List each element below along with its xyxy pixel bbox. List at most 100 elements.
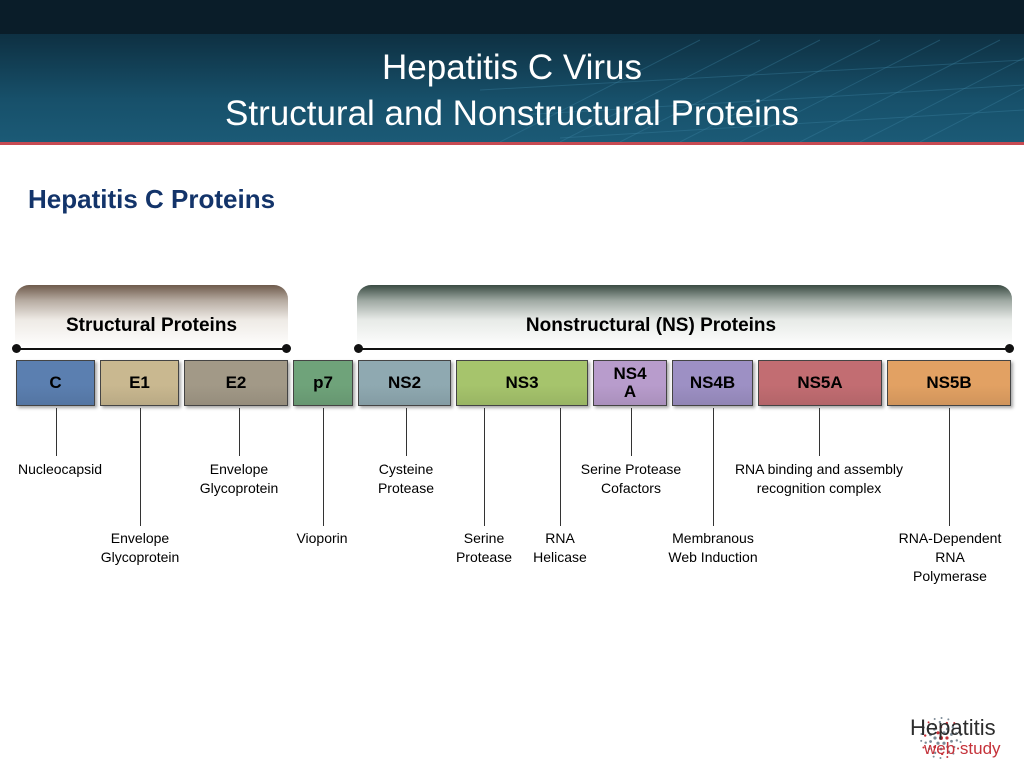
- logo-dot: [957, 727, 960, 730]
- logo-dot: [959, 734, 962, 737]
- header-decor-lines: [479, 39, 1024, 142]
- protein-box-ns5b: NS5B: [887, 360, 1011, 406]
- logo-dot: [947, 750, 951, 754]
- logo-dot: [920, 732, 923, 735]
- connector-ns2: [406, 408, 407, 456]
- connector-ns3-protease: [484, 408, 485, 526]
- protein-box-ns4a: NS4A: [593, 360, 667, 406]
- logo-dot: [945, 727, 949, 731]
- nonstructural-group-label: Nonstructural (NS) Proteins: [525, 315, 777, 336]
- logo-dot: [951, 725, 954, 729]
- nonstructural-group-tab: [357, 285, 1012, 348]
- annotation-e1: Envelope Glycoprotein: [100, 530, 180, 565]
- connector-ns5b: [949, 408, 950, 526]
- protein-label-p7: p7: [313, 373, 333, 392]
- annotation-ns5a: RNA binding and assembly recognition com…: [734, 461, 904, 496]
- logo-dot: [933, 745, 937, 749]
- logo-dot: [945, 736, 949, 740]
- logo-dot: [953, 722, 956, 725]
- protein-label-ns5b: NS5B: [926, 373, 972, 392]
- hepatitis-logo-dots-icon: [920, 717, 962, 759]
- logo-dot: [924, 741, 927, 744]
- logo-dot: [959, 741, 962, 744]
- structural-bracket-line: [17, 348, 286, 350]
- logo-dot: [933, 751, 937, 755]
- logo-dot: [950, 739, 953, 743]
- protein-box-p7: p7: [293, 360, 353, 406]
- logo-dot: [950, 733, 953, 736]
- connector-ns4a: [631, 408, 632, 456]
- protein-box-c: C: [16, 360, 95, 406]
- protein-box-ns3: NS3: [456, 360, 588, 406]
- logo-dot: [922, 726, 925, 729]
- connector-ns3-helicase: [560, 408, 561, 526]
- logo-dot: [945, 721, 949, 725]
- logo-dot: [942, 731, 946, 735]
- annotation-ns3-protease: Serine Protease: [455, 530, 513, 565]
- logo-dot: [923, 734, 927, 737]
- connector-e2: [239, 408, 240, 456]
- slide-header: Hepatitis C Virus Structural and Nonstru…: [0, 0, 1024, 142]
- logo-dot: [927, 721, 930, 724]
- logo-dot: [939, 747, 943, 751]
- logo-dot: [952, 752, 955, 755]
- logo-dot: [942, 741, 946, 745]
- logo-dot: [946, 755, 949, 758]
- logo-dot: [929, 740, 932, 743]
- annotation-e2: Envelope Glycoprotein: [199, 461, 279, 496]
- logo-dot: [955, 739, 959, 742]
- protein-label-e2: E2: [225, 373, 247, 392]
- connector-ns4b: [713, 408, 714, 526]
- annotation-ns5b: RNA-Dependent RNA Polymerase: [898, 530, 1002, 584]
- protein-box-e1: E1: [100, 360, 179, 406]
- protein-label-ns2: NS2: [387, 373, 422, 392]
- slide-title-line2: Structural and Nonstructural Proteins: [225, 94, 799, 133]
- logo-dot: [933, 718, 936, 721]
- structural-bracket-end-left: [12, 344, 21, 353]
- logo-dot: [936, 731, 940, 735]
- logo-dot: [946, 745, 949, 749]
- connector-ns5a: [819, 408, 820, 456]
- logo-dot: [933, 727, 936, 731]
- protein-label-ns3: NS3: [505, 373, 539, 392]
- logo-dot: [922, 746, 925, 749]
- logo-dot: [955, 732, 958, 735]
- logo-text-secondary: web study: [924, 739, 1001, 758]
- logo-dot: [939, 725, 943, 729]
- structural-bracket-end-right: [282, 344, 291, 353]
- connector-c: [56, 408, 57, 456]
- nonstructural-bracket-line: [359, 348, 1010, 350]
- protein-box-e2: E2: [184, 360, 288, 406]
- annotation-ns3-helicase: RNA Helicase: [533, 530, 587, 565]
- nonstructural-bracket-end-left: [354, 344, 363, 353]
- logo-dot: [931, 722, 935, 726]
- annotation-ns4a: Serine Protease Cofactors: [580, 461, 682, 496]
- protein-box-ns4b: NS4B: [672, 360, 753, 406]
- logo-dot: [929, 733, 932, 737]
- logo-dot: [928, 747, 931, 751]
- slide-title-line1: Hepatitis C Virus: [381, 48, 642, 87]
- protein-label-ns5a: NS5A: [797, 373, 843, 392]
- protein-box-ns2: NS2: [358, 360, 451, 406]
- protein-box-ns5a: NS5A: [758, 360, 882, 406]
- logo-dot: [932, 755, 935, 758]
- protein-label-c: C: [49, 373, 62, 392]
- logo-dot: [926, 727, 929, 731]
- annotation-p7: Vioporin: [296, 530, 348, 546]
- structural-group-label: Structural Proteins: [65, 315, 238, 336]
- nonstructural-bracket-end-right: [1005, 344, 1014, 353]
- protein-label-e1: E1: [129, 373, 150, 392]
- connector-p7: [323, 408, 324, 526]
- logo-dot-center: [939, 736, 943, 740]
- logo-dot: [939, 756, 942, 759]
- logo-dot: [940, 717, 943, 720]
- logo-dot: [953, 745, 956, 749]
- logo-dot: [957, 747, 960, 750]
- annotation-c: Nucleocapsid: [17, 461, 103, 477]
- logo-dot: [947, 718, 950, 721]
- logo-dot: [926, 751, 929, 754]
- connector-e1: [140, 408, 141, 526]
- header-accent-stripe: [0, 142, 1024, 145]
- section-heading: Hepatitis C Proteins: [28, 184, 276, 214]
- protein-label-ns4a: NS4A: [613, 364, 647, 401]
